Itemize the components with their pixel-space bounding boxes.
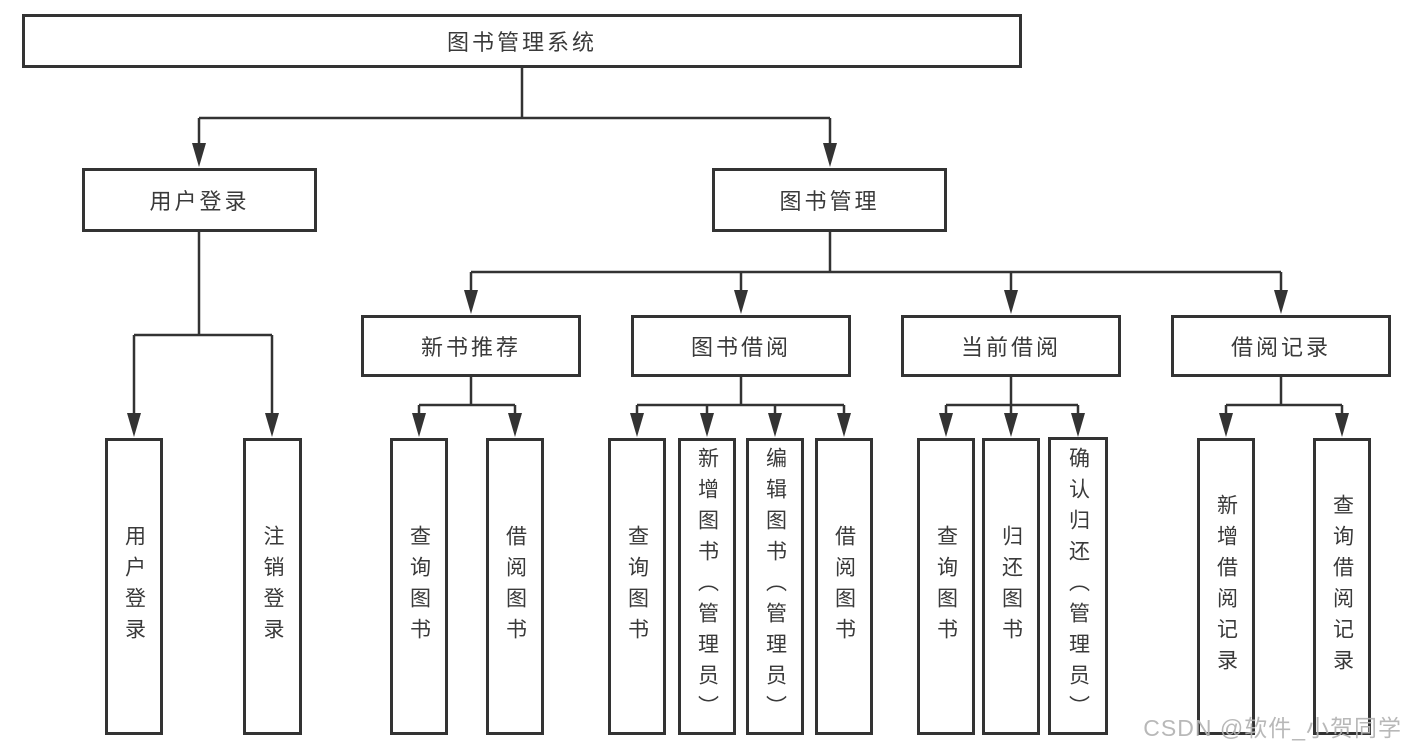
leaf-query-book-borrow: 查询图书 <box>608 438 666 735</box>
leaf-add-borrow-record: 新增借阅记录 <box>1197 438 1255 735</box>
leaf-edit-book-admin: 编辑图书（管理员） <box>746 438 804 735</box>
node-current-borrow: 当前借阅 <box>901 315 1121 377</box>
node-label: 确认归还（管理员） <box>1066 446 1090 726</box>
leaf-query-book-current: 查询图书 <box>917 438 975 735</box>
node-label: 新增图书（管理员） <box>695 447 719 726</box>
leaf-borrow-book-recommend: 借阅图书 <box>486 438 544 735</box>
node-label: 注销登录 <box>261 524 284 649</box>
node-label: 借阅图书 <box>503 524 527 649</box>
node-label: 借阅记录 <box>1230 335 1331 360</box>
node-label: 查询图书 <box>934 524 958 649</box>
csdn-watermark: CSDN @软件_小贺同学 <box>1143 715 1402 741</box>
node-label: 图书管理系统 <box>446 30 597 55</box>
node-label: 借阅图书 <box>832 524 856 649</box>
node-book-management: 图书管理 <box>712 168 947 232</box>
leaf-logout: 注销登录 <box>243 438 302 735</box>
node-label: 图书借阅 <box>690 335 791 360</box>
node-label: 新增借阅记录 <box>1214 493 1238 680</box>
leaf-query-borrow-record: 查询借阅记录 <box>1313 438 1371 735</box>
leaf-query-book-recommend: 查询图书 <box>390 438 448 735</box>
node-label: 归还图书 <box>999 524 1023 649</box>
node-book-borrow: 图书借阅 <box>631 315 851 377</box>
node-label: 新书推荐 <box>420 335 521 360</box>
node-label: 查询借阅记录 <box>1330 493 1354 680</box>
node-label: 编辑图书（管理员） <box>763 447 787 726</box>
node-root: 图书管理系统 <box>22 14 1022 68</box>
leaf-borrow-book: 借阅图书 <box>815 438 873 735</box>
leaf-user-login: 用户登录 <box>105 438 163 735</box>
node-label: 用户登录 <box>149 189 250 214</box>
node-new-book-recommend: 新书推荐 <box>361 315 581 377</box>
node-borrow-records: 借阅记录 <box>1171 315 1391 377</box>
leaf-add-book-admin: 新增图书（管理员） <box>678 438 736 735</box>
node-label: 图书管理 <box>779 189 880 214</box>
node-label: 查询图书 <box>407 524 431 649</box>
node-user-login: 用户登录 <box>82 168 317 232</box>
node-label: 用户登录 <box>122 524 146 649</box>
leaf-confirm-return-admin: 确认归还（管理员） <box>1048 437 1108 735</box>
node-label: 查询图书 <box>625 524 649 649</box>
node-label: 当前借阅 <box>960 335 1061 360</box>
leaf-return-book: 归还图书 <box>982 438 1040 735</box>
